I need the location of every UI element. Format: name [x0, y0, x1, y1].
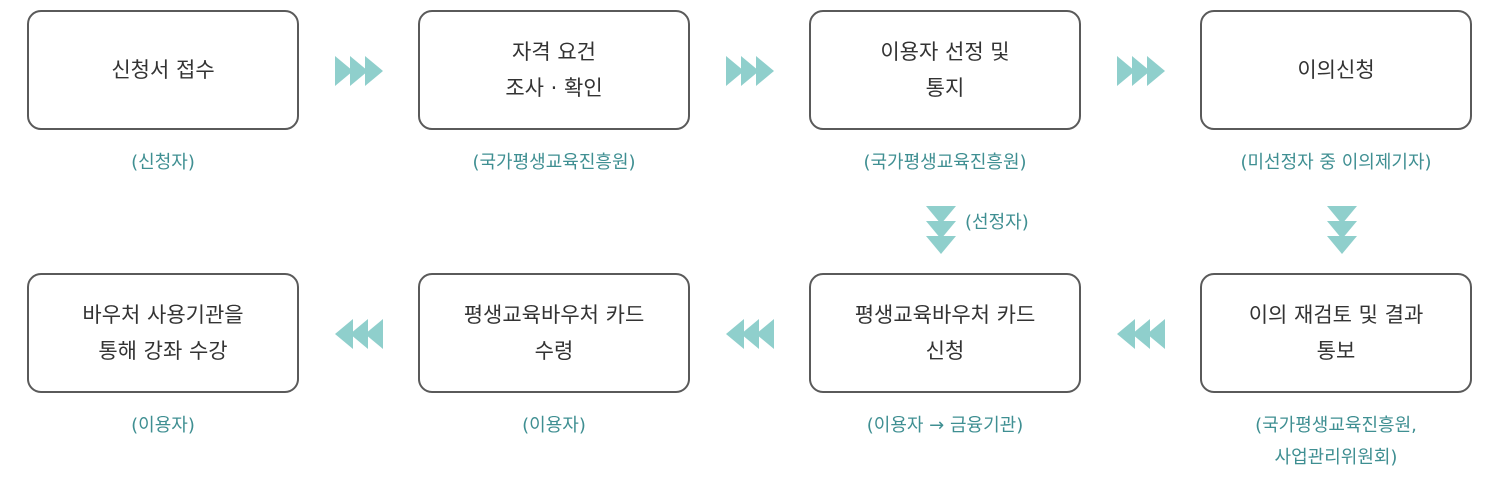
step-label: 통해 강좌 수강 — [98, 339, 228, 363]
step-objection: 이의신청 — [1200, 10, 1472, 130]
step-role: (이용자) — [131, 415, 195, 436]
step-label: 평생교육바우처 카드 — [463, 303, 645, 327]
step-attend-course: 바우처 사용기관을 통해 강좌 수강 — [27, 273, 299, 393]
step-label: 신청 — [925, 339, 965, 363]
step-label: 수령 — [534, 339, 574, 363]
left-arrow-icon — [726, 319, 774, 349]
step-label: 조사 · 확인 — [505, 76, 603, 100]
step-label: 통지 — [925, 76, 965, 100]
right-arrow-icon — [335, 56, 383, 86]
step-role: (미선정자 중 이의제기자) — [1240, 152, 1432, 173]
step-role: (이용자 → 금융기관) — [866, 415, 1024, 436]
right-arrow-icon — [1117, 56, 1165, 86]
step-receive-card: 평생교육바우처 카드 수령 — [418, 273, 690, 393]
step-role: (이용자) — [522, 415, 586, 436]
step-label: 신청서 접수 — [111, 58, 215, 82]
down-arrow-icon — [1327, 206, 1357, 254]
step-label: 이의신청 — [1297, 58, 1375, 82]
step-label: 이의 재검토 및 결과 — [1248, 303, 1424, 327]
step-apply-card: 평생교육바우처 카드 신청 — [809, 273, 1081, 393]
step-review-result: 이의 재검토 및 결과 통보 — [1200, 273, 1472, 393]
step-role: (국가평생교육진흥원, 사업관리위원회) — [1255, 415, 1417, 468]
step-eligibility-check: 자격 요건 조사 · 확인 — [418, 10, 690, 130]
step-role: (국가평생교육진흥원) — [472, 152, 636, 173]
step-label: 이용자 선정 및 — [880, 40, 1010, 64]
step-label: 평생교육바우처 카드 — [854, 303, 1036, 327]
down-arrow-icon — [926, 206, 956, 254]
left-arrow-icon — [1117, 319, 1165, 349]
step-receive-application: 신청서 접수 — [27, 10, 299, 130]
step-selection-notice: 이용자 선정 및 통지 — [809, 10, 1081, 130]
step-label: 자격 요건 — [512, 40, 596, 64]
step-role: (국가평생교육진흥원) — [863, 152, 1027, 173]
step-role: (신청자) — [131, 152, 195, 173]
step-label: 통보 — [1316, 339, 1356, 363]
selected-label: (선정자) — [965, 212, 1029, 233]
left-arrow-icon — [335, 319, 383, 349]
step-label: 바우처 사용기관을 — [82, 303, 244, 327]
right-arrow-icon — [726, 56, 774, 86]
